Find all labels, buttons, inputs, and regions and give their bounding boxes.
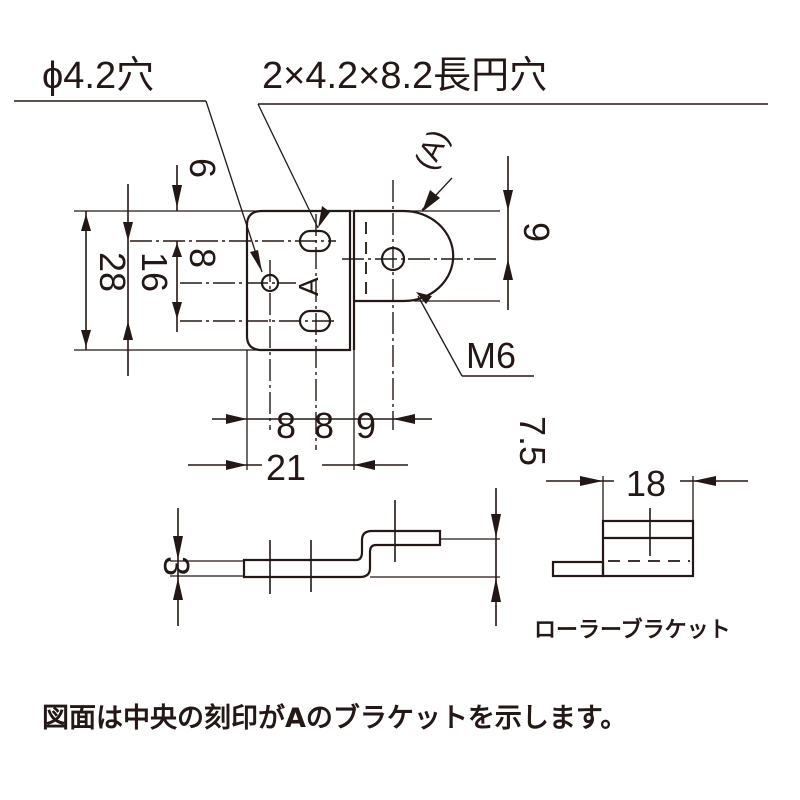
svg-text:7.5: 7.5 — [512, 416, 553, 466]
dim-3: 3 — [156, 508, 197, 626]
mark-a-callout: (A) — [409, 125, 456, 212]
dim-21: 21 — [188, 447, 408, 488]
drawing-note: 図面は中央の刻印がAのブラケットを示します。 — [42, 703, 628, 734]
svg-text:3: 3 — [156, 556, 197, 576]
hole-slot-label: 2×4.2×8.2長円穴 — [262, 55, 547, 97]
dim-18: 18 — [546, 463, 748, 504]
dim-28: 28 — [81, 211, 133, 350]
svg-text:21: 21 — [266, 447, 306, 488]
end-view — [551, 476, 695, 578]
plan-view: A — [130, 180, 500, 450]
side-view — [170, 500, 500, 594]
svg-text:8: 8 — [314, 405, 334, 446]
svg-text:9: 9 — [356, 405, 376, 446]
svg-text:6: 6 — [182, 158, 223, 178]
svg-text:16: 16 — [134, 252, 175, 292]
svg-text:8: 8 — [276, 405, 296, 446]
hole-slot-callout: 2×4.2×8.2長円穴 — [257, 55, 768, 229]
hole-round-label: ϕ4.2穴 — [42, 55, 154, 97]
mark-a-label: (A) — [409, 125, 456, 175]
hole-round-callout: ϕ4.2穴 — [14, 55, 263, 273]
thread-callout: M6 — [416, 292, 534, 377]
thread-label: M6 — [466, 335, 516, 376]
dim-chain-889: 8 8 9 — [212, 405, 432, 446]
svg-text:9: 9 — [516, 222, 557, 242]
svg-text:18: 18 — [626, 463, 666, 504]
dim-7-5: 7.5 — [491, 416, 553, 626]
svg-text:8: 8 — [182, 248, 223, 268]
dim-9-right: 9 — [503, 156, 557, 310]
svg-text:28: 28 — [92, 252, 133, 292]
dim-16: 16 — [123, 184, 175, 376]
dim-8-left: 8 — [172, 248, 223, 319]
stamp-a: A — [293, 277, 324, 296]
part-name-label: ローラーブラケット — [534, 618, 731, 643]
